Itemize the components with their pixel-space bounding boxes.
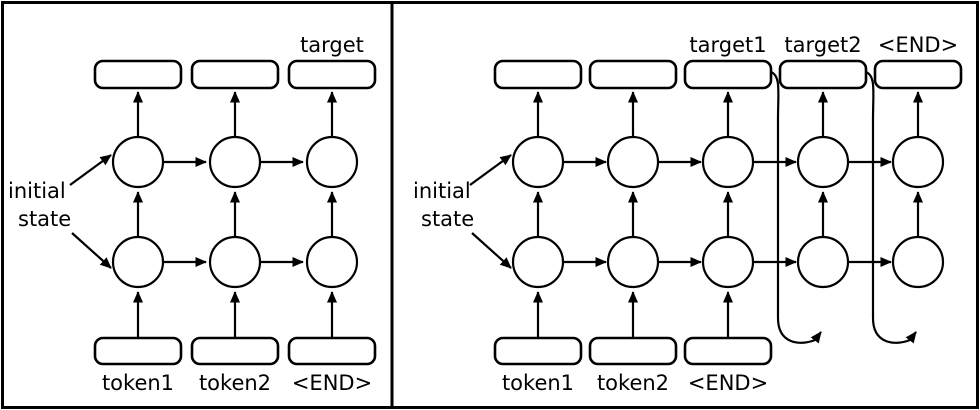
input-box-r3[interactable] xyxy=(683,336,773,366)
output-box-r4[interactable] xyxy=(778,59,868,90)
lower-cell-l2[interactable] xyxy=(208,235,262,289)
input-label-l1: token1 xyxy=(102,371,174,395)
initial-state-label-line1-r: initial xyxy=(413,179,471,203)
lower-cell-r1[interactable] xyxy=(511,235,565,289)
input-box-r1[interactable] xyxy=(493,336,583,366)
initial-state-label-line2: state xyxy=(18,207,71,231)
upper-cell-r3[interactable] xyxy=(701,135,755,189)
output-label-target1: target1 xyxy=(689,33,766,57)
lower-cell-r4[interactable] xyxy=(796,235,850,289)
output-label-target2: target2 xyxy=(784,33,861,57)
initial-state-label-line1: initial xyxy=(8,179,66,203)
upper-cell-r1[interactable] xyxy=(511,135,565,189)
lower-cell-l3[interactable] xyxy=(305,235,359,289)
output-box-r3[interactable] xyxy=(683,59,773,90)
output-box-l3[interactable] xyxy=(287,59,377,90)
upper-cell-r5[interactable] xyxy=(891,135,945,189)
output-box-l1[interactable] xyxy=(93,59,183,90)
input-box-l2[interactable] xyxy=(190,336,280,366)
upper-cell-l3[interactable] xyxy=(305,135,359,189)
output-box-l2[interactable] xyxy=(190,59,280,90)
arrow-initial-state-lower-r xyxy=(471,232,512,269)
input-label-l2: token2 xyxy=(199,371,271,395)
input-label-l3: <END> xyxy=(292,371,372,395)
arrow-initial-state-lower-l xyxy=(71,232,112,269)
output-label-end: <END> xyxy=(878,33,958,57)
output-box-r1[interactable] xyxy=(493,59,583,90)
arrow-initial-state-upper-r xyxy=(469,154,512,186)
input-box-l3[interactable] xyxy=(287,336,377,366)
input-label-r1: token1 xyxy=(502,371,574,395)
input-box-l1[interactable] xyxy=(93,336,183,366)
lower-cell-r2[interactable] xyxy=(606,235,660,289)
right-panel: target1 target2 <END> xyxy=(413,33,963,395)
upper-cell-r4[interactable] xyxy=(796,135,850,189)
input-label-r3: <END> xyxy=(688,371,768,395)
upper-cell-l2[interactable] xyxy=(208,135,262,189)
upper-cell-l1[interactable] xyxy=(111,135,165,189)
feedback-edge-r4-to-r5 xyxy=(865,70,917,344)
output-label-target: target xyxy=(300,33,364,57)
lower-cell-r3[interactable] xyxy=(701,235,755,289)
upper-cell-r2[interactable] xyxy=(606,135,660,189)
left-panel: target xyxy=(8,33,377,395)
feedback-edge-r3-to-r4 xyxy=(770,70,822,344)
input-label-r2: token2 xyxy=(597,371,669,395)
input-box-r2[interactable] xyxy=(588,336,678,366)
output-box-r2[interactable] xyxy=(588,59,678,90)
initial-state-label-line2-r: state xyxy=(421,207,474,231)
output-box-r5[interactable] xyxy=(873,59,963,90)
lower-cell-l1[interactable] xyxy=(111,235,165,289)
lower-cell-r5[interactable] xyxy=(891,235,945,289)
arrow-initial-state-upper-l xyxy=(69,154,112,186)
